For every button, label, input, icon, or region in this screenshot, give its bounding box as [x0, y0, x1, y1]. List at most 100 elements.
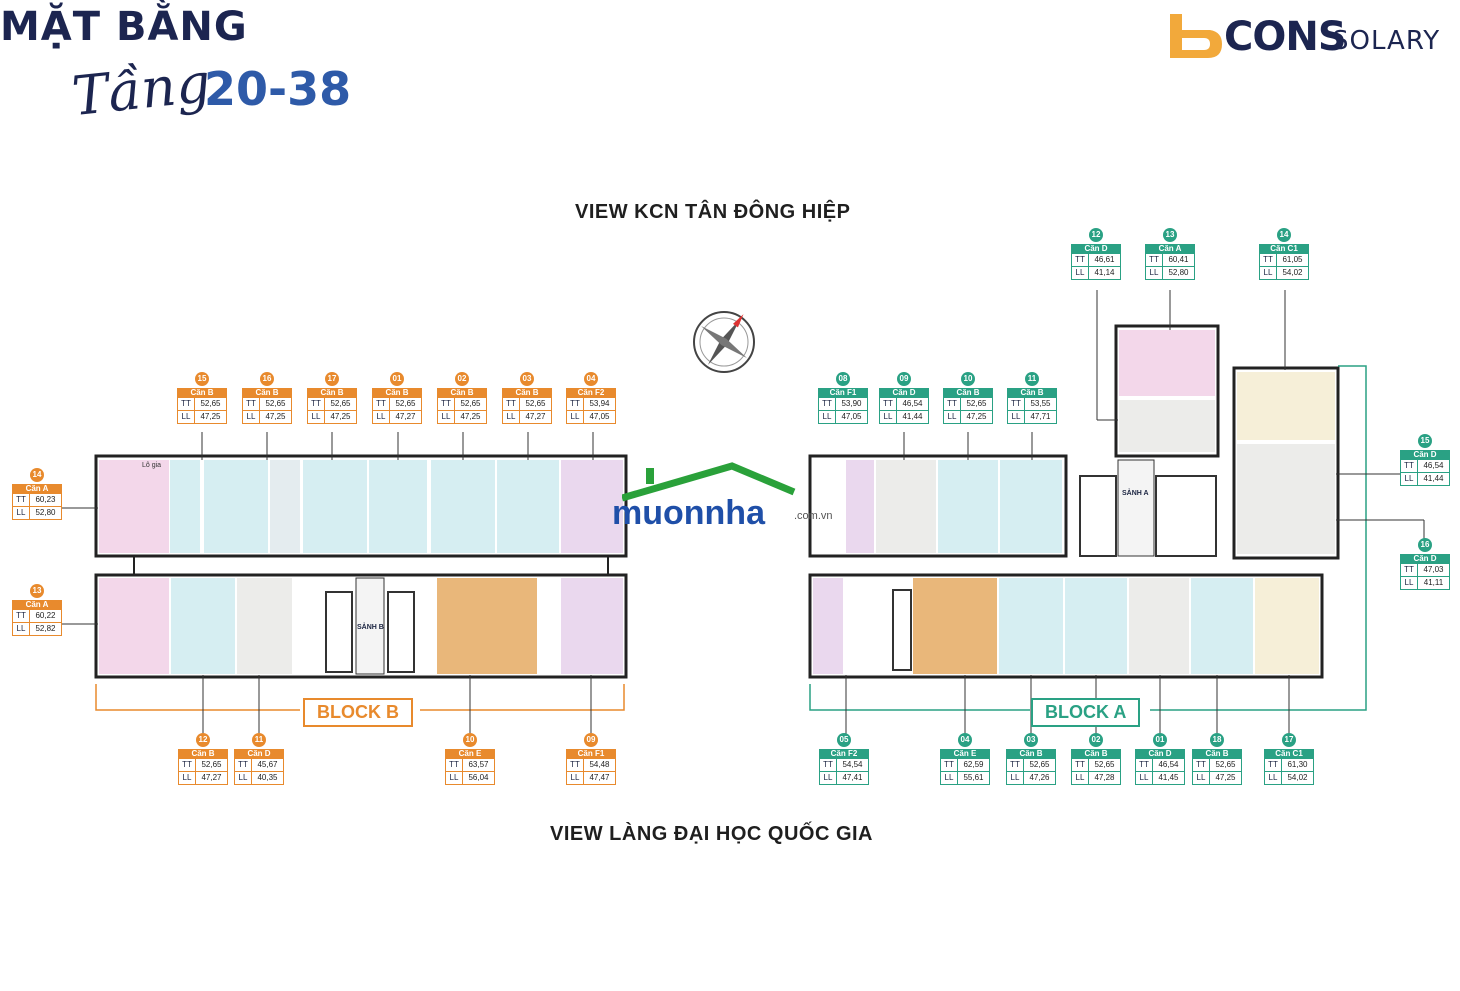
unit-ll: 52,80: [35, 508, 56, 517]
unit-number: 09: [897, 372, 911, 386]
block-a-label: BLOCK A: [1031, 698, 1141, 727]
unit-number: 14: [1277, 228, 1291, 242]
page-title: MẶT BẰNG: [0, 4, 248, 50]
unit-ll: 41,11: [1423, 578, 1444, 587]
unit-number: 17: [325, 372, 339, 386]
unit-tt: 62,59: [963, 760, 984, 769]
unit-type: Căn B: [1192, 749, 1242, 759]
unit-type: Căn D: [879, 388, 929, 398]
unit-ll: 47,25: [1215, 773, 1236, 782]
watermark-text: muonnha: [612, 494, 765, 532]
unit-number: 04: [958, 733, 972, 747]
unit-type: Căn B: [943, 388, 993, 398]
brand-mark-icon: [1170, 14, 1222, 58]
unit-tt: 61,30: [1287, 760, 1308, 769]
block-b-label: BLOCK B: [303, 698, 413, 727]
unit-type: Căn F2: [819, 749, 869, 759]
unit-ll: 52,82: [35, 624, 56, 633]
unit-number: 15: [195, 372, 209, 386]
unit-type: Căn A: [12, 484, 62, 494]
unit-ll: 54,02: [1282, 268, 1303, 277]
balcony-label: Lô gia: [142, 462, 162, 469]
unit-ll: 47,27: [525, 412, 546, 421]
unit-number: 10: [463, 733, 477, 747]
unit-type: Căn B: [177, 388, 227, 398]
unit-ll: 52,80: [1168, 268, 1189, 277]
unit-number: 16: [1418, 538, 1432, 552]
unit-tt: 53,90: [841, 399, 862, 408]
unit-tt: 52,65: [201, 760, 222, 769]
unit-tt: 46,54: [1423, 461, 1444, 470]
unit-number: 02: [455, 372, 469, 386]
unit-ll: 47,47: [589, 773, 610, 782]
unit-ll: 47,27: [395, 412, 416, 421]
unit-type: Căn B: [178, 749, 228, 759]
unit-type: Căn B: [437, 388, 487, 398]
unit-tt: 52,65: [265, 399, 286, 408]
brand-logo: CONS SOLARY: [1164, 6, 1460, 66]
unit-tt: 52,65: [1029, 760, 1050, 769]
unit-tt: 54,48: [589, 760, 610, 769]
brand-sub: SOLARY: [1332, 26, 1441, 56]
unit-number: 17: [1282, 733, 1296, 747]
unit-type: Căn F2: [566, 388, 616, 398]
unit-tt: 54,54: [842, 760, 863, 769]
unit-number: 01: [390, 372, 404, 386]
